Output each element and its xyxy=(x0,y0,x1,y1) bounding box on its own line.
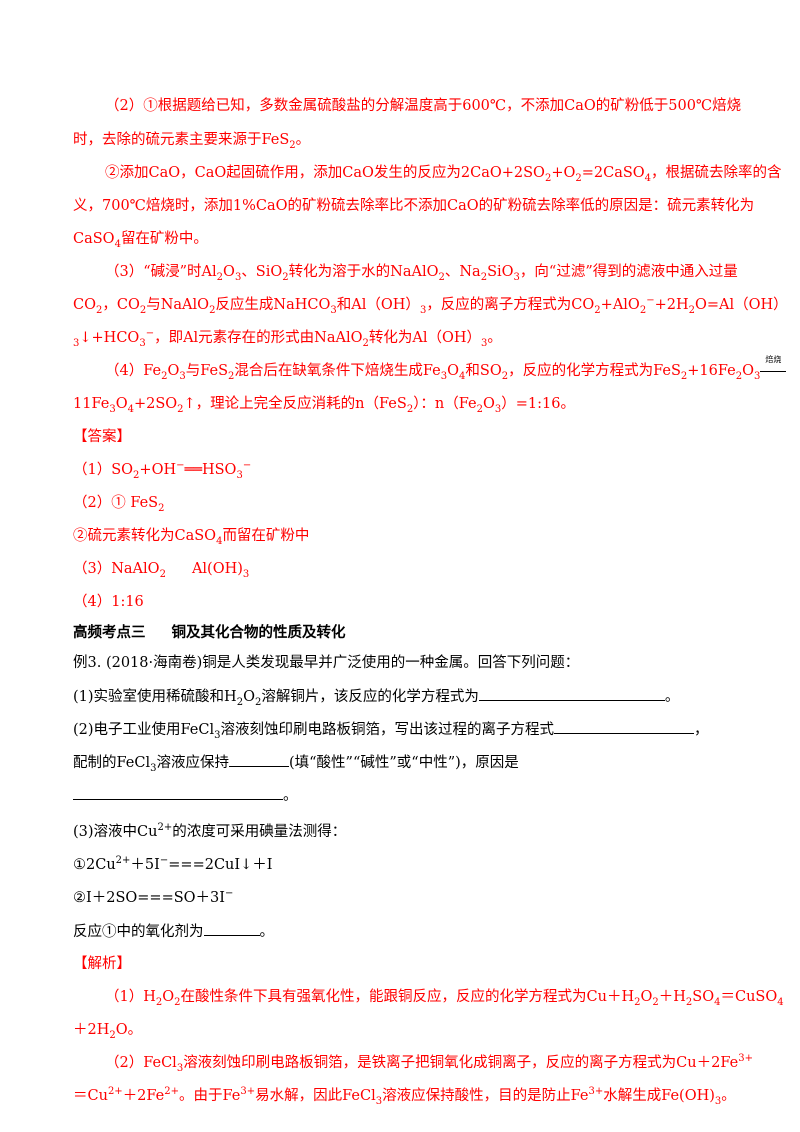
answer-4: （4）1:16 xyxy=(73,594,144,610)
answer-heading: 【答案】 xyxy=(73,429,131,445)
analysis-4-line2: 11Fe3O4+2SO2↑，理论上完全反应消耗的n（FeS2）：n（Fe2O3）… xyxy=(73,396,575,415)
example-q3-question: 反应①中的氧化剂为。 xyxy=(73,921,274,942)
answer-blank-q2-reason[interactable] xyxy=(73,785,283,800)
answer-2-2: ②硫元素转化为CaSO4而留在矿粉中 xyxy=(73,528,310,547)
analysis-2-2-line2: 义，700℃焙烧时，添加1%CaO的矿粉硫去除率比不添加CaO的矿粉硫去除率低的… xyxy=(73,198,755,214)
analysis-2-1-line1: （2）①根据题给已知，多数金属硫酸盐的分解温度高于600℃，不添加CaO的矿粉低… xyxy=(105,98,742,114)
section-title: 铜及其化合物的性质及转化 xyxy=(171,624,346,641)
reaction-2: ②I＋2SO===SO＋3I− xyxy=(73,888,234,906)
analysis-4-line1: （4）Fe2O3与FeS2混合后在缺氧条件下焙烧生成Fe3O4和SO2，反应的化… xyxy=(105,355,787,381)
section-label: 高频考点三 xyxy=(73,624,146,641)
solution-2-line2: ＝Cu2+＋2Fe2+。由于Fe3+易水解，因此FeCl3溶液应保持酸性，目的是… xyxy=(73,1086,736,1107)
solution-1-line1: （1）H2O2在酸性条件下具有强氧化性，能跟铜反应，反应的化学方程式为Cu＋H2… xyxy=(105,989,784,1008)
section-heading: 高频考点三 铜及其化合物的性质及转化 xyxy=(73,623,346,643)
example-q2-line3: 。 xyxy=(73,785,298,806)
analysis-3-line2: CO2，CO2与NaAlO2反应生成NaHCO3和Al（OH）3，反应的离子方程… xyxy=(73,295,788,316)
answer-blank-q2-equation[interactable] xyxy=(554,719,694,734)
analysis-2-1-line2: 时，去除的硫元素主要来源于FeS2。 xyxy=(73,132,311,151)
roasting-condition-label: 焙烧 xyxy=(765,355,782,364)
example-q2-line1: (2)电子工业使用FeCl3溶液刻蚀印刷电路板铜箔，写出该过程的离子方程式， xyxy=(73,719,709,740)
example-q1: (1)实验室使用稀硫酸和H2O2溶解铜片，该反应的化学方程式为。 xyxy=(73,686,679,707)
analysis-2-2-line1: ②添加CaO，CaO起固硫作用，添加CaO发生的反应为2CaO+2SO2+O2=… xyxy=(105,165,782,184)
example-q3-intro: (3)溶液中Cu2+的浓度可采用碘量法测得： xyxy=(73,822,347,840)
analysis-2-2-line3: CaSO4留在矿粉中。 xyxy=(73,231,208,250)
solution-1-line2: ＋2H2O。 xyxy=(73,1022,143,1041)
example-intro: 例3. (2018·海南卷)铜是人类发现最早并广泛使用的一种金属。回答下列问题： xyxy=(73,655,580,671)
answer-blank-q1[interactable] xyxy=(478,686,665,701)
answer-1: （1）SO2+OH−══HSO3− xyxy=(73,460,252,481)
solution-2-line1: （2）FeCl3溶液刻蚀印刷电路板铜箔，是铁离子把铜氧化成铜离子，反应的离子方程… xyxy=(105,1053,753,1074)
reaction-1: ①2Cu2+＋5I−===2CuI↓＋I xyxy=(73,855,273,873)
example-q2-line2: 配制的FeCl3溶液应保持(填“酸性”“碱性”或“中性”)，原因是 xyxy=(73,752,519,773)
solution-heading: 【解析】 xyxy=(73,956,131,972)
answer-blank-q3[interactable] xyxy=(203,921,260,936)
reaction-condition-arrow: 焙烧 xyxy=(760,355,787,381)
answer-2-1: （2）① FeS2 xyxy=(73,495,165,514)
analysis-3-line3: 3↓+HCO3−，即Al元素存在的形式由NaAlO2转化为Al（OH）3。 xyxy=(73,328,502,349)
analysis-3-line1: （3）“碱浸”时Al2O3、SiO2转化为溶于水的NaAlO2、Na2SiO3，… xyxy=(105,264,738,283)
answer-blank-q2-acidity[interactable] xyxy=(228,752,289,767)
